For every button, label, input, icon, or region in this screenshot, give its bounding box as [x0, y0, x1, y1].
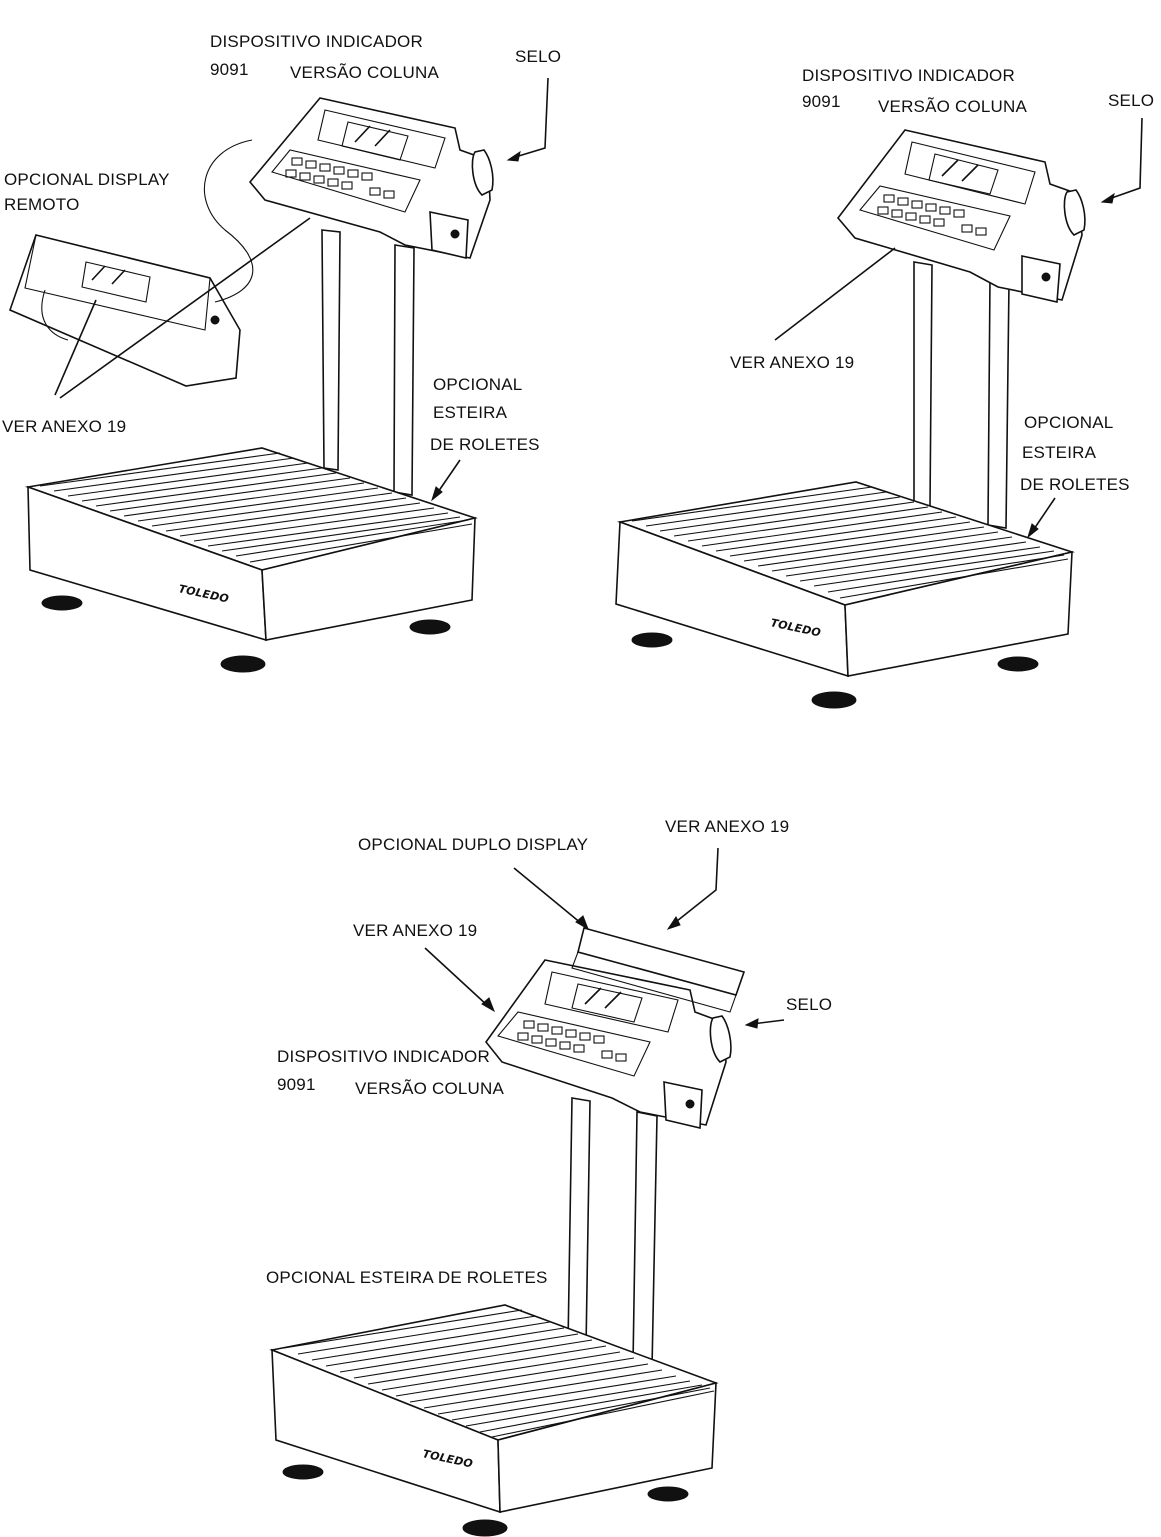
fig1-conveyor-label-1: OPCIONAL — [433, 375, 522, 394]
fig1-annex-label: VER ANEXO 19 — [2, 417, 126, 436]
fig3-double-display-label: OPCIONAL DUPLO DISPLAY — [358, 835, 588, 854]
fig3-platform: TOLEDO — [269, 1304, 719, 1537]
fig1-seal-label: SELO — [515, 47, 561, 66]
fig1-conveyor-label-2: ESTEIRA — [433, 403, 508, 422]
fig1-remote-display — [9, 139, 254, 387]
fig1-seal-arrowhead — [506, 150, 521, 162]
fig3-annex-label-left: VER ANEXO 19 — [353, 921, 477, 940]
figure-3-column-scale-double-display: VER ANEXO 19 OPCIONAL DUPLO DISPLAY VER … — [266, 817, 832, 1537]
fig1-annex-arrow — [59, 217, 311, 399]
fig1-platform: TOLEDO — [24, 447, 478, 673]
fig2-annex-label: VER ANEXO 19 — [730, 353, 854, 372]
fig1-cable — [203, 139, 254, 303]
fig1-foot — [41, 595, 83, 611]
fig1-indicator-model: 9091 — [210, 60, 249, 79]
fig1-foot — [220, 655, 266, 673]
fig3-annex-arrow-left — [424, 947, 489, 1007]
fig3-seal-knob — [709, 1015, 732, 1063]
fig2-conveyor-arrow — [1031, 497, 1056, 533]
fig2-seal-knob — [1063, 189, 1086, 236]
fig2-column — [913, 261, 1010, 529]
fig1-indicator-version: VERSÃO COLUNA — [290, 63, 439, 82]
fig3-indicator-head — [484, 927, 746, 1129]
fig1-indicator-head — [248, 97, 494, 259]
fig3-keypad — [517, 1020, 627, 1062]
fig3-indicator-label: DISPOSITIVO INDICADOR — [277, 1047, 490, 1066]
fig2-indicator-model: 9091 — [802, 92, 841, 111]
figure-1-column-scale-with-remote-display: DISPOSITIVO INDICADOR 9091 VERSÃO COLUNA… — [2, 32, 561, 673]
fig1-keypad — [285, 157, 395, 199]
fig1-indicator-label: DISPOSITIVO INDICADOR — [210, 32, 423, 51]
fig2-annex-arrow — [774, 247, 896, 341]
fig3-conveyor-label: OPCIONAL ESTEIRA DE ROLETES — [266, 1268, 548, 1287]
fig1-seal-arrow — [511, 77, 549, 159]
fig3-column — [567, 1097, 658, 1369]
fig3-double-display-arrow — [513, 867, 583, 925]
fig2-keypad — [877, 194, 987, 236]
fig2-conveyor-label-3: DE ROLETES — [1020, 475, 1130, 494]
fig1-remote-display-label: OPCIONAL DISPLAY — [4, 170, 170, 189]
fig1-conveyor-arrow — [435, 459, 461, 496]
fig3-seal-label: SELO — [786, 995, 832, 1014]
fig2-platform: TOLEDO — [615, 481, 1075, 709]
fig3-rollers — [283, 1309, 715, 1438]
fig3-indicator-version: VERSÃO COLUNA — [355, 1079, 504, 1098]
fig1-annex-arrow — [54, 299, 97, 396]
fig1-foot — [409, 619, 451, 635]
fig1-remote-display-label-2: REMOTO — [4, 195, 80, 214]
fig1-rollers — [39, 452, 473, 563]
fig2-indicator-head — [836, 129, 1086, 303]
fig1-seal-knob — [471, 149, 494, 196]
fig2-indicator-version: VERSÃO COLUNA — [878, 97, 1027, 116]
fig2-rollers — [631, 486, 1069, 599]
fig2-indicator-label: DISPOSITIVO INDICADOR — [802, 66, 1015, 85]
fig2-seal-label: SELO — [1108, 91, 1154, 110]
fig3-annex-arrow-top — [671, 847, 719, 926]
fig1-column — [321, 229, 415, 496]
fig2-conveyor-label-2: ESTEIRA — [1022, 443, 1097, 462]
figure-2-column-scale: DISPOSITIVO INDICADOR 9091 VERSÃO COLUNA… — [615, 66, 1154, 709]
fig1-conveyor-label-3: DE ROLETES — [430, 435, 540, 454]
fig3-indicator-model: 9091 — [277, 1075, 316, 1094]
fig2-conveyor-label-1: OPCIONAL — [1024, 413, 1113, 432]
fig3-annex-label-top: VER ANEXO 19 — [665, 817, 789, 836]
fig2-seal-arrow — [1105, 117, 1143, 201]
